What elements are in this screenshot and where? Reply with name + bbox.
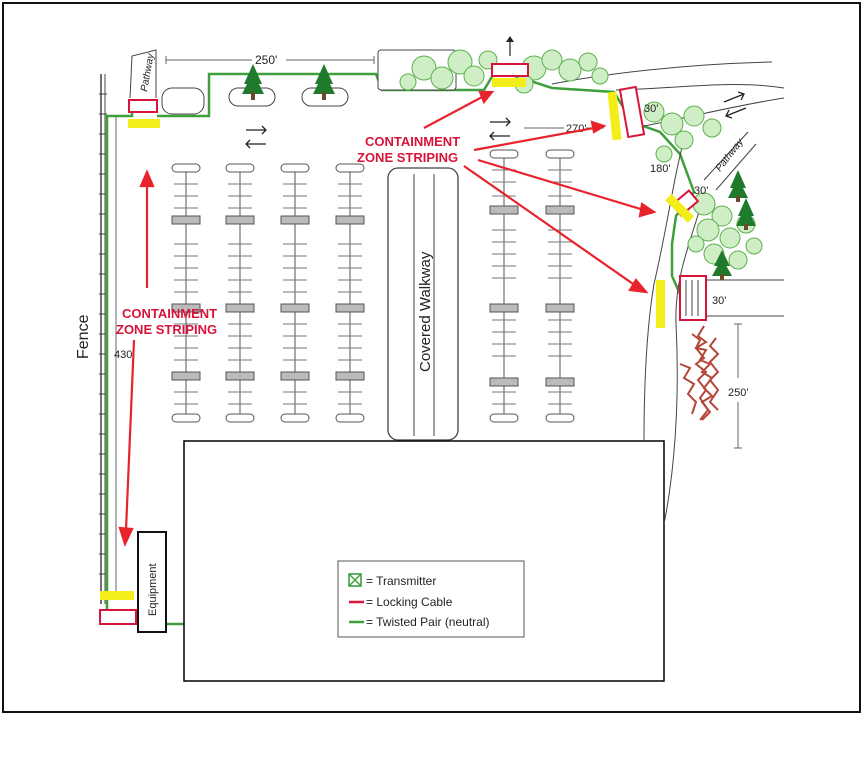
- dimension-right-180: 180': [650, 163, 670, 175]
- containment-zone-label-top-line2: ZONE STRIPING: [357, 150, 458, 165]
- containment-zone-label-left-line2: ZONE STRIPING: [116, 322, 217, 337]
- containment-zone-label-left-line1: CONTAINMENT: [122, 306, 217, 321]
- legend-twisted-pair: = Twisted Pair (neutral): [366, 615, 490, 629]
- tree-icon: [736, 198, 756, 230]
- dimension-right-30-bottom: 30': [712, 295, 726, 307]
- red-shrub-cluster: [680, 326, 718, 420]
- legend-transmitter-icon: [349, 574, 361, 586]
- pathway-right-label: Pathway: [714, 136, 747, 174]
- locking-cable-box-right-bottom: [680, 276, 706, 320]
- locking-cable-box-right-top: [620, 87, 644, 137]
- locking-cable-box-top-center: [492, 64, 528, 76]
- parking-rows: [172, 150, 574, 422]
- dimension-right-250: 250': [728, 387, 748, 399]
- zone-striping-top-center: [492, 78, 526, 87]
- dimension-right-30-top: 30': [644, 103, 658, 115]
- legend: = Transmitter = Locking Cable = Twisted …: [338, 561, 524, 637]
- containment-zone-label-top-line1: CONTAINMENT: [365, 134, 460, 149]
- equipment-label: Equipment: [147, 563, 159, 616]
- dimension-430: 430': [114, 349, 134, 361]
- zone-striping-bottom-left: [100, 591, 134, 600]
- diagram-frame: Fence 430' Equipment Pathway 250': [2, 2, 861, 713]
- dimension-right-30-mid: 30': [694, 185, 708, 197]
- zone-striping-right-bottom: [656, 280, 665, 328]
- site-plan-diagram: Fence 430' Equipment Pathway 250': [4, 4, 859, 711]
- up-arrow-icon: [506, 36, 514, 56]
- legend-transmitter: = Transmitter: [366, 574, 436, 588]
- fence-label: Fence: [75, 314, 92, 359]
- tree-icon: [728, 170, 748, 202]
- locking-cable-box-top-left: [129, 100, 157, 112]
- zone-striping-top-left: [128, 119, 160, 128]
- parking-island: [162, 88, 204, 114]
- locking-cable-box-bottom-left: [100, 610, 136, 624]
- legend-locking-cable: = Locking Cable: [366, 595, 453, 609]
- covered-walkway-label: Covered Walkway: [417, 251, 434, 372]
- dimension-top-250: 250': [255, 53, 277, 67]
